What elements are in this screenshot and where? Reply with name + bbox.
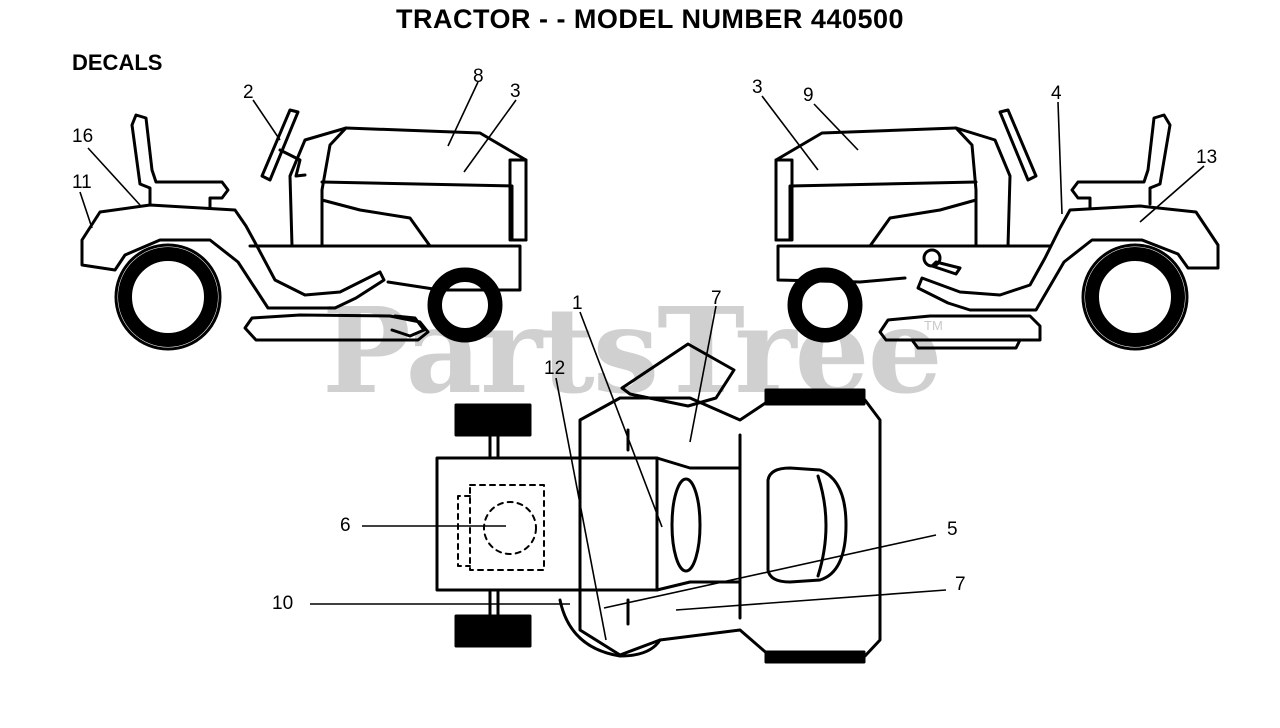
callout-13: 13	[1196, 147, 1217, 168]
callout-16: 16	[72, 126, 93, 147]
callout-7-top: 7	[711, 288, 722, 309]
left-deck-chute	[390, 314, 426, 338]
tractor-left-side-view	[80, 108, 528, 342]
leader-8	[447, 81, 479, 147]
top-seat-back	[816, 474, 828, 578]
leader-16	[87, 147, 141, 206]
top-steering-wheel	[620, 342, 736, 408]
callout-1: 1	[572, 293, 583, 314]
callout-12: 12	[544, 358, 565, 379]
callout-labels: 16 11 2 8 3 3 9 4 13 1 7 12 6 10 5 7	[72, 66, 1217, 614]
left-rear-wheel	[114, 243, 222, 351]
leader-5	[603, 534, 937, 609]
leader-7-bottom	[675, 589, 947, 611]
leader-3-right	[761, 95, 819, 171]
leader-3-left	[463, 99, 517, 173]
section-subtitle: DECALS	[72, 50, 163, 75]
leader-13	[1139, 165, 1205, 223]
right-front-wheel	[787, 267, 863, 343]
top-rear-wheel-lower	[764, 650, 866, 664]
top-decal-circle	[483, 501, 537, 555]
right-hood-grille	[774, 158, 794, 242]
leader-12	[555, 377, 607, 641]
callout-8: 8	[473, 66, 484, 87]
right-dash	[954, 126, 1012, 248]
leader-2	[252, 99, 281, 141]
left-front-wheel	[427, 267, 503, 343]
callout-10: 10	[272, 593, 293, 614]
callout-5: 5	[947, 519, 958, 540]
callout-6: 6	[340, 515, 351, 536]
top-front-axle-bottom	[488, 588, 500, 618]
leader-lines	[79, 81, 1205, 641]
top-seat	[766, 466, 848, 584]
callout-3-left: 3	[510, 81, 521, 102]
left-mower-deck	[243, 313, 430, 342]
leader-1	[579, 311, 663, 528]
left-hood	[320, 126, 528, 242]
right-mower-deck	[878, 314, 1042, 342]
leader-4	[1057, 101, 1063, 215]
right-steering-wheel	[998, 108, 1038, 182]
callout-3-right: 3	[752, 77, 763, 98]
page-title: TRACTOR - - MODEL NUMBER 440500	[395, 4, 905, 34]
right-hood	[774, 126, 978, 242]
left-dash	[288, 126, 348, 248]
right-seat	[1070, 113, 1172, 210]
leader-7-top	[689, 305, 717, 443]
top-body	[578, 396, 882, 658]
right-rear-fender	[916, 204, 1220, 312]
left-steering-wheel	[260, 108, 300, 182]
top-rear-bulge	[558, 598, 662, 658]
tractor-top-view	[435, 342, 882, 658]
top-decal-outline	[469, 484, 545, 571]
left-steering-column	[278, 148, 307, 178]
callout-4: 4	[1051, 83, 1062, 104]
right-rear-wheel	[1081, 243, 1189, 351]
right-front-wheel-tire	[790, 270, 860, 340]
watermark-trademark: TM	[924, 318, 943, 333]
top-decal-tab	[457, 495, 471, 567]
top-front-wheel-lower	[454, 614, 532, 648]
left-engine-panel	[320, 198, 432, 248]
leader-11	[79, 191, 93, 229]
top-steering-hub	[670, 477, 702, 573]
left-hood-grille	[508, 158, 528, 242]
right-lever-knob	[922, 248, 942, 268]
right-deck-skirt	[910, 338, 1022, 350]
callout-2: 2	[243, 82, 254, 103]
callout-11: 11	[72, 172, 92, 193]
callout-9: 9	[803, 85, 814, 106]
top-rear-wheel-upper	[764, 388, 866, 406]
left-rear-fender	[80, 203, 386, 310]
leader-9	[813, 103, 859, 151]
tractor-right-side-view	[774, 108, 1220, 350]
left-front-wheel-tire	[430, 270, 500, 340]
right-engine-panel	[868, 198, 978, 248]
left-rear-wheel-tire	[118, 247, 218, 347]
callout-7-bottom: 7	[955, 574, 966, 595]
left-seat	[130, 113, 230, 210]
top-front-wheel-upper	[454, 403, 532, 437]
right-rear-wheel-tire	[1085, 247, 1185, 347]
